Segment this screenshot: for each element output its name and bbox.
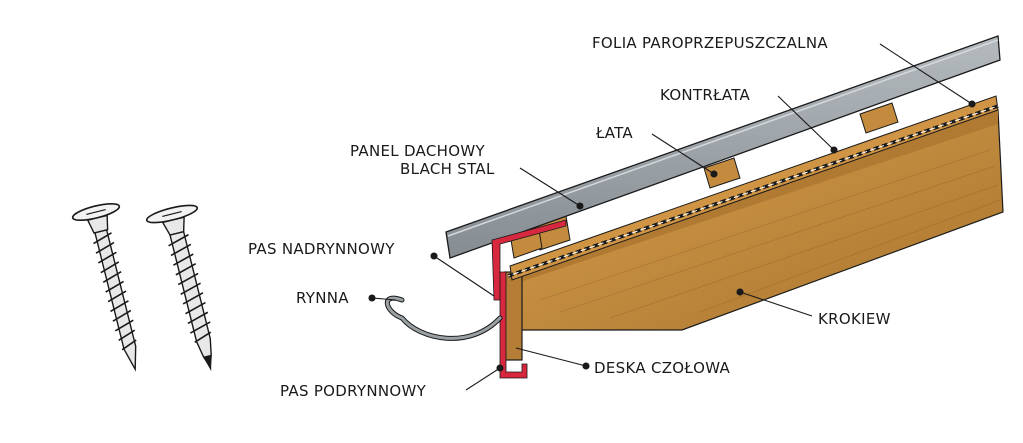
label-lata: ŁATA: [596, 124, 633, 142]
label-deska-czolowa: DESKA CZOŁOWA: [594, 359, 731, 377]
gutter: [384, 295, 503, 341]
label-panel-line2: BLACH STAL: [400, 160, 495, 178]
label-panel-line1: PANEL DACHOWY: [350, 142, 485, 160]
screw-icon: [145, 204, 212, 372]
roof-panel: [445, 35, 1001, 259]
label-rynna: RYNNA: [296, 289, 349, 307]
fascia-board: [504, 271, 523, 361]
screw-icon: [71, 202, 137, 372]
label-pas-nadrynnowy: PAS NADRYNNOWY: [248, 240, 395, 258]
label-pas-podrynnowy: PAS PODRYNNOWY: [280, 382, 427, 400]
label-krokiew: KROKIEW: [818, 310, 891, 328]
label-kontrlata: KONTRŁATA: [660, 86, 751, 104]
leader-lines: [368, 43, 976, 391]
rafter: [519, 109, 1004, 331]
eave-flashing: [491, 219, 567, 301]
label-folia: FOLIA PAROPRZEPUSZCZALNA: [592, 34, 828, 52]
